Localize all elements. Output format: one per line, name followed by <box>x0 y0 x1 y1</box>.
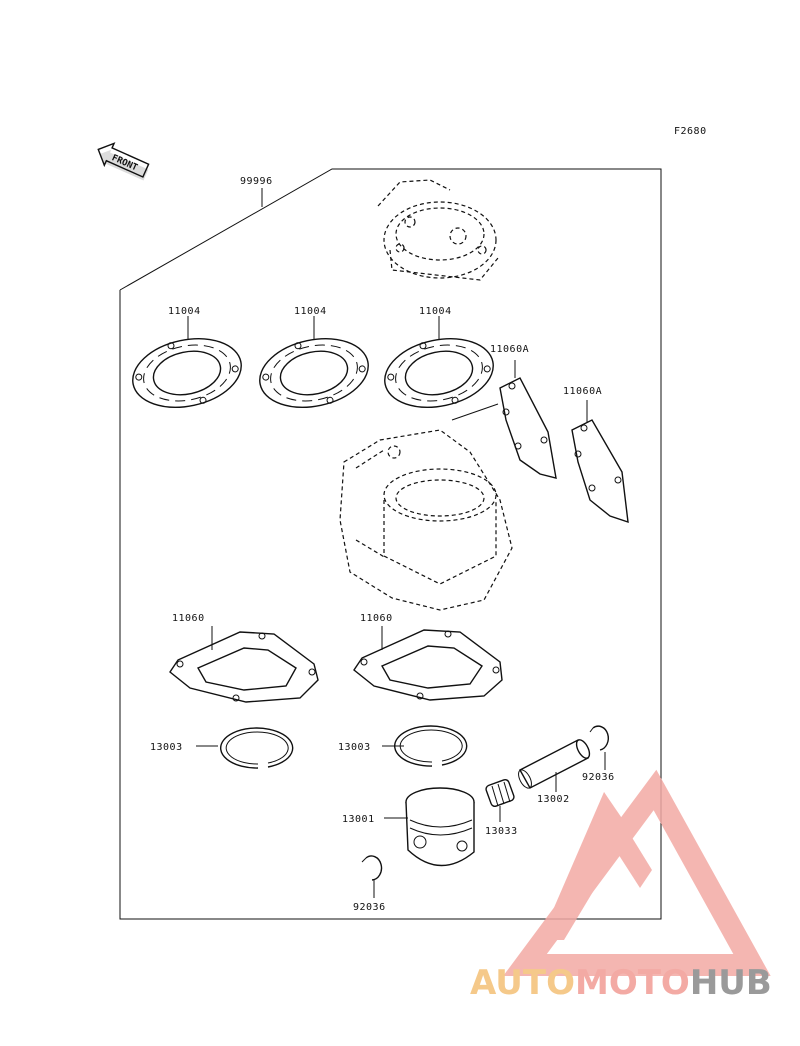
watermark-part1: AUTO <box>470 963 575 1003</box>
watermark-part2: MOTO <box>575 963 690 1003</box>
head-gasket-1 <box>132 338 242 408</box>
kit-frame: 99996 <box>119 168 662 920</box>
label-gasket-1: 11004 <box>168 306 201 317</box>
watermark-text: AUTOMOTOHUB <box>470 963 772 1003</box>
head-gasket-3 <box>384 338 494 408</box>
label-piston: 13001 <box>342 814 375 825</box>
label-gasket-3: 11004 <box>419 306 452 317</box>
base-gasket-1 <box>169 631 319 703</box>
label-base-gasket-1: 11060 <box>172 613 205 624</box>
label-bearing: 13033 <box>485 826 518 837</box>
label-ring-2: 13003 <box>338 742 371 753</box>
label-ring-1: 13003 <box>150 742 183 753</box>
front-arrow-icon: FRONT <box>97 142 150 181</box>
exhaust-gasket-1 <box>499 377 557 479</box>
piston-ring-2 <box>394 725 468 767</box>
label-circlip-right: 92036 <box>582 772 615 783</box>
watermark-logo <box>503 769 771 976</box>
circlip-right <box>589 725 609 751</box>
cylinder <box>339 429 513 611</box>
exhaust-gasket-2 <box>571 419 629 524</box>
kit-label: 99996 <box>240 176 273 187</box>
label-circlip-left: 92036 <box>353 902 386 913</box>
needle-bearing <box>485 778 515 808</box>
label-base-gasket-2: 11060 <box>360 613 393 624</box>
piston-ring-1 <box>220 727 294 769</box>
base-gasket-2 <box>353 629 503 701</box>
label-exhaust-gasket-1: 11060A <box>490 344 529 355</box>
label-gasket-2: 11004 <box>294 306 327 317</box>
cylinder-head <box>377 179 499 281</box>
diagram-code: F2680 <box>674 126 707 137</box>
label-exhaust-gasket-2: 11060A <box>563 386 602 397</box>
head-gasket-2 <box>259 338 369 408</box>
piston <box>405 787 475 867</box>
piston-pin <box>518 739 591 789</box>
watermark-part3: HUB <box>690 963 772 1003</box>
circlip-left <box>361 855 383 881</box>
label-pin: 13002 <box>537 794 570 805</box>
